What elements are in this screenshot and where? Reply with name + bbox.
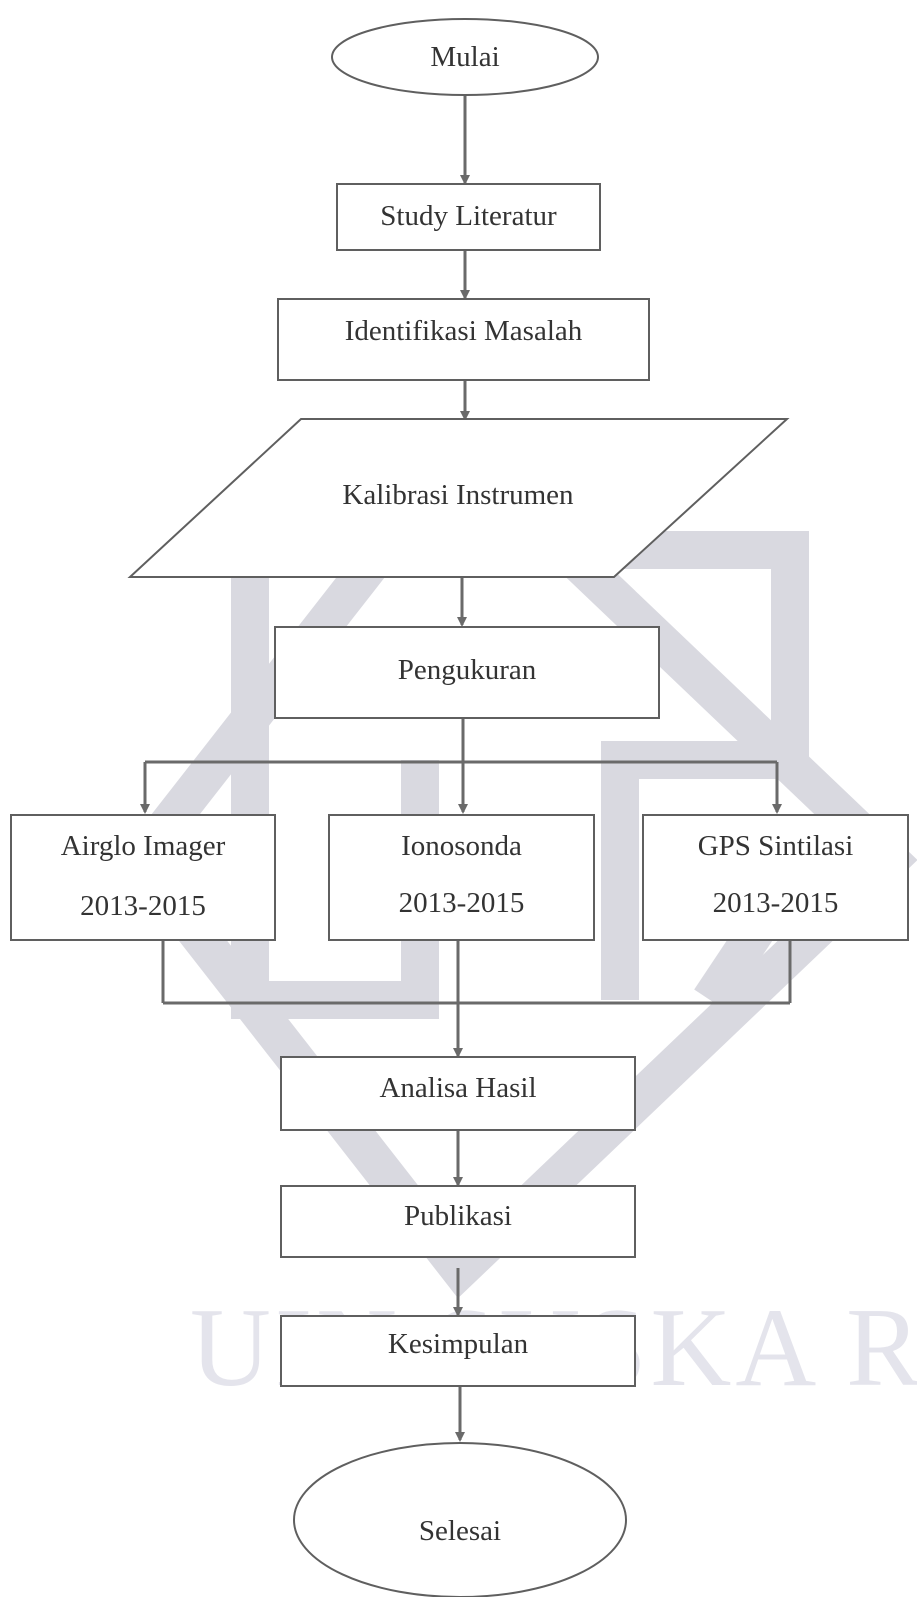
node-start (331, 18, 599, 96)
node-gps-label: GPS Sintilasi (697, 830, 854, 862)
node-ionosonda-years: 2013-2015 (398, 887, 525, 919)
node-start-label: Mulai (430, 41, 500, 73)
node-ionosonda (328, 814, 595, 941)
connectors (140, 95, 792, 1442)
node-gps-years: 2013-2015 (712, 887, 839, 919)
node-publication (280, 1185, 636, 1258)
node-end-label: Selesai (418, 1515, 502, 1547)
node-calibration-label: Kalibrasi Instrumen (342, 479, 574, 511)
node-identify (277, 298, 650, 381)
node-measurement (274, 626, 660, 719)
node-analysis (280, 1056, 636, 1131)
node-end (293, 1442, 627, 1597)
node-study (336, 183, 601, 251)
node-analysis-label: Analisa Hasil (379, 1072, 537, 1104)
node-airglow-label: Airglo Imager (60, 830, 226, 862)
node-conclusion-label: Kesimpulan (387, 1328, 529, 1360)
node-airglow (10, 814, 276, 941)
node-study-label: Study Literatur (380, 200, 557, 232)
node-ionosonda-label: Ionosonda (401, 830, 522, 862)
node-publication-label: Publikasi (404, 1200, 512, 1232)
node-conclusion (280, 1315, 636, 1387)
node-identify-label: Identifikasi Masalah (344, 315, 583, 347)
node-airglow-years: 2013-2015 (80, 890, 206, 922)
node-gps (642, 814, 909, 941)
node-measurement-label: Pengukuran (397, 654, 537, 686)
node-calibration (127, 418, 790, 578)
